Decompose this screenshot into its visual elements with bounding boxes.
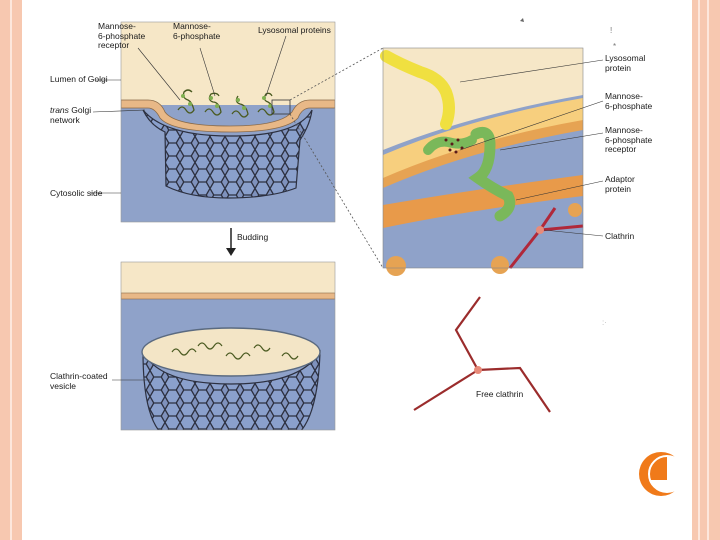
label-right-m6p: Mannose- 6-phosphate xyxy=(605,91,653,111)
zoom-membrane-lower xyxy=(383,175,583,228)
label-right-m6p-receptor: Mannose- 6-phosphate receptor xyxy=(605,125,653,154)
zoom-leader-lines xyxy=(459,59,604,237)
vesicle-protein-coils xyxy=(171,342,299,360)
budding-arrow xyxy=(226,228,236,256)
zoom-connector xyxy=(289,113,384,269)
lysosomal-protein-shape xyxy=(380,50,455,130)
zoom-connector xyxy=(289,47,384,101)
scan-mark: * xyxy=(613,42,616,51)
scan-mark: :· xyxy=(602,318,607,327)
vesicle-lumen xyxy=(141,327,321,377)
top-panel-border xyxy=(120,21,336,223)
label-trans-italic: trans xyxy=(50,105,69,115)
free-clathrin-drawing xyxy=(413,296,551,413)
zoom-panel xyxy=(380,48,584,276)
label-adaptor-protein: Adaptor protein xyxy=(605,174,635,194)
scan-mark xyxy=(520,18,524,22)
zoom-membrane-outer xyxy=(383,120,583,188)
corner-decoration-icon xyxy=(639,452,685,496)
top-leader-lines xyxy=(90,35,287,381)
m6p-receptor-shape-2 xyxy=(423,135,477,155)
label-clathrin: Clathrin xyxy=(605,231,635,241)
golgi-membrane xyxy=(121,292,335,300)
bottom-panel-vesicle xyxy=(121,262,335,430)
label-lumen-of-golgi: Lumen of Golgi xyxy=(50,74,108,84)
free-clathrin-hub xyxy=(474,366,482,374)
label-budding: Budding xyxy=(237,232,269,242)
label-trans-golgi-network: trans Golgi network xyxy=(50,105,92,125)
label-clathrin-coated-vesicle: Clathrin-coated vesicle xyxy=(50,371,108,391)
label-lysosomal-protein: Lysosomal protein xyxy=(605,53,646,73)
slide-frame-right-line xyxy=(707,0,709,540)
clathrin-hub xyxy=(536,226,544,234)
m6p-dots xyxy=(444,138,464,154)
label-lysosomal-proteins: Lysosomal proteins xyxy=(258,25,331,35)
bottom-panel-border xyxy=(120,261,336,431)
adaptor-blob xyxy=(386,256,406,276)
top-panel-golgi xyxy=(121,22,335,222)
label-m6p: Mannose- 6-phosphate xyxy=(173,21,221,41)
golgi-membrane xyxy=(121,99,335,133)
scan-mark: ! xyxy=(610,26,612,35)
lysosomal-protein-beads xyxy=(181,94,272,110)
zoom-panel-border xyxy=(382,47,584,269)
clathrin-coat-bud xyxy=(142,109,313,199)
label-golgi-network: Golgi network xyxy=(50,105,92,125)
label-free-clathrin: Free clathrin xyxy=(476,389,524,399)
m6p-receptor-shape xyxy=(468,126,516,222)
adaptor-blob xyxy=(491,256,509,274)
label-cytosolic-side: Cytosolic side xyxy=(50,188,103,198)
label-m6p-receptor: Mannose- 6-phosphate receptor xyxy=(98,21,146,50)
slide-frame-left-line xyxy=(10,0,12,540)
slide-frame-right xyxy=(692,0,720,540)
slide-frame-right-line xyxy=(698,0,700,540)
adaptor-blob xyxy=(568,203,582,217)
zoom-box xyxy=(271,99,291,115)
